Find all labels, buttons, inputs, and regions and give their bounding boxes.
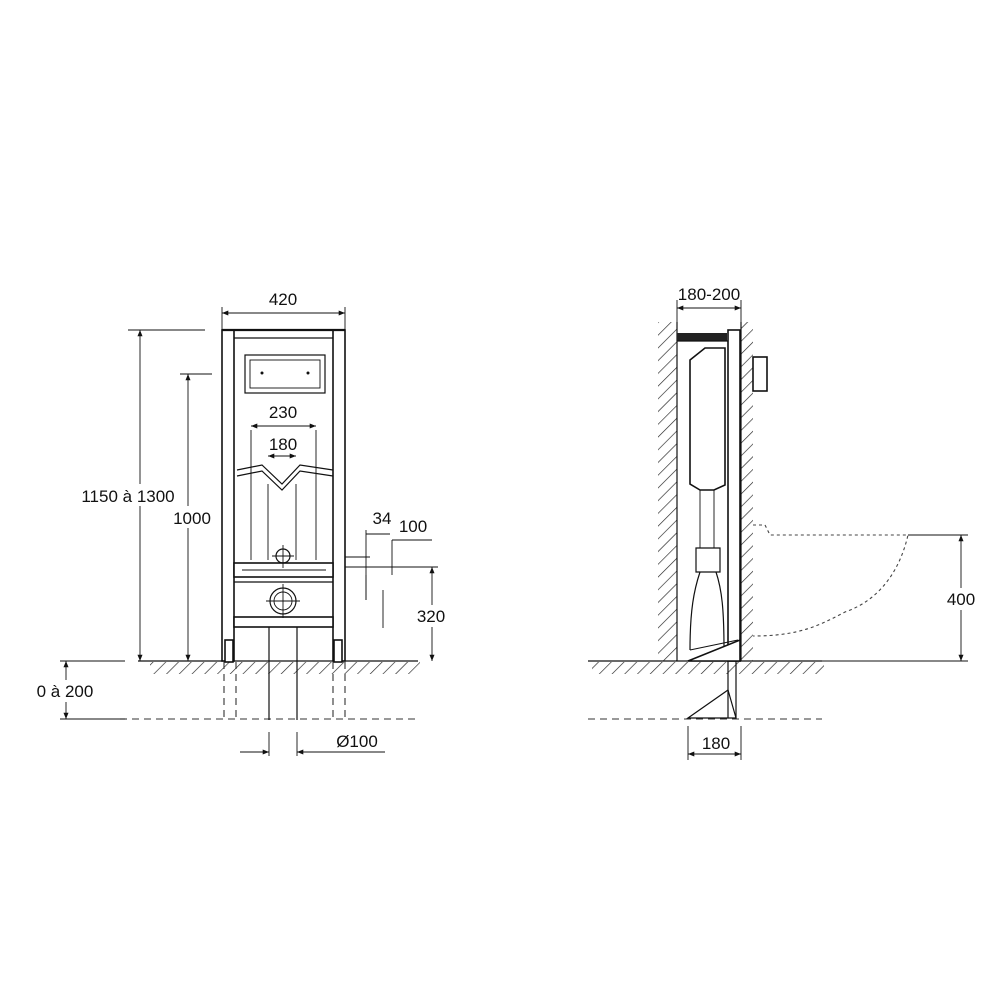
- water-inlet: [272, 545, 294, 568]
- front-floor: [120, 660, 420, 720]
- cross-members: [233, 562, 334, 628]
- dim-depth-range: 180-200: [676, 285, 742, 322]
- dim-height-320: 320: [382, 566, 454, 661]
- side-foot: [686, 638, 741, 719]
- dim-width-420: 420: [221, 290, 346, 330]
- dim-foot-depth: 180: [687, 726, 742, 760]
- side-floor: [588, 660, 824, 720]
- wc-bowl: [752, 524, 968, 662]
- dim-text-height-range: 1150 à 1300: [81, 487, 174, 506]
- dim-text-depth-range: 180-200: [678, 285, 740, 304]
- dim-height-1000: 1000: [168, 373, 216, 661]
- dim-offsets: 34 100: [365, 509, 432, 600]
- dim-text-100-offset: 100: [399, 517, 427, 536]
- dim-width-180: 180: [268, 435, 297, 459]
- dim-text-diameter: Ø100: [336, 732, 378, 751]
- dim-text-400: 400: [947, 590, 975, 609]
- dim-text-420: 420: [269, 290, 297, 309]
- dim-text-34: 34: [373, 509, 392, 528]
- dim-text-230: 230: [269, 403, 297, 422]
- dim-text-1000: 1000: [173, 509, 211, 528]
- drain-outlet: [266, 584, 300, 618]
- dim-text-floor-range: 0 à 200: [37, 682, 94, 701]
- dim-diameter: Ø100: [240, 732, 385, 756]
- front-view: 420 230 180 1150 à 1300 1000: [28, 290, 454, 756]
- frame-uprights: [221, 328, 346, 720]
- dim-width-230: 230: [251, 403, 316, 429]
- dim-text-320: 320: [417, 607, 445, 626]
- dim-text-foot-180: 180: [702, 734, 730, 753]
- dim-floor-range: 0 à 200: [28, 660, 125, 720]
- cistern-outline: [236, 430, 334, 560]
- dim-height-total: 1150 à 1300: [70, 329, 205, 661]
- dim-text-180: 180: [269, 435, 297, 454]
- dim-bowl-height: 400: [938, 535, 984, 661]
- side-view: 180-200 400 180: [588, 285, 984, 760]
- flush-plate: [244, 354, 326, 394]
- back-wall: [658, 322, 753, 661]
- side-cistern: [689, 347, 726, 651]
- side-flush-button: [752, 356, 768, 392]
- drain-pipe: [268, 627, 298, 720]
